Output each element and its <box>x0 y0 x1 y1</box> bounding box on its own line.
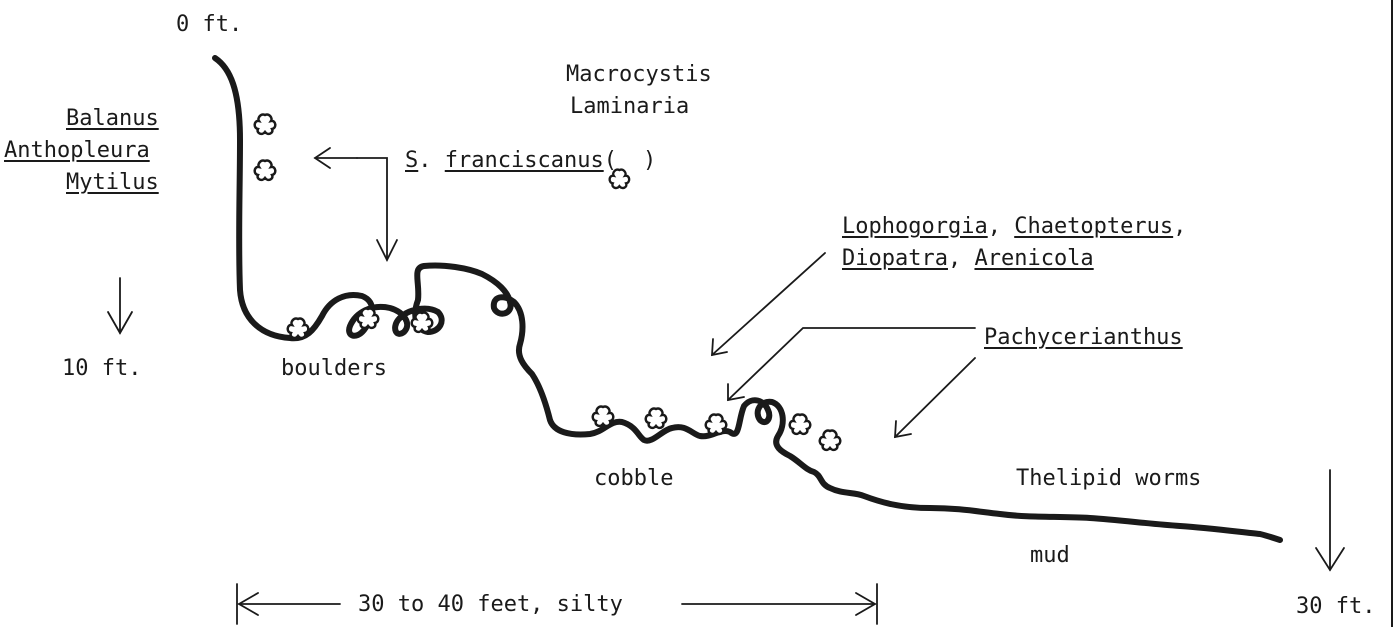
urchin-label: S. franciscanus() <box>405 150 656 172</box>
separator: , <box>1173 214 1186 239</box>
substrate-mud: mud <box>1030 545 1070 567</box>
substrate-boulders: boulders <box>281 358 387 380</box>
anemone-pointer-right <box>895 358 975 437</box>
intertidal-label-1: Balanus <box>66 108 159 130</box>
urchin-icon <box>790 415 811 434</box>
invertebrate-3: Diopatra <box>842 246 948 271</box>
substrate-cobble: cobble <box>594 468 673 490</box>
urchin-paren-open: ( <box>604 148 617 173</box>
intertidal-label-2: Anthopleura <box>4 140 150 162</box>
worms-label: Thelipid worms <box>1016 468 1201 490</box>
depth-label-bottom: 30 ft. <box>1296 596 1375 618</box>
invertebrate-2: Chaetopterus <box>1014 214 1173 239</box>
invertebrate-4: Arenicola <box>974 246 1093 271</box>
anemone-pointer-left <box>728 328 975 400</box>
urchin-genus: S <box>405 148 418 173</box>
scale-label: 30 to 40 feet, silty <box>358 594 623 616</box>
urchin-icon <box>358 309 379 328</box>
separator: , <box>988 214 1001 239</box>
urchin-icon <box>255 115 276 134</box>
urchin-icon <box>255 161 276 180</box>
urchin-paren-close: ) <box>643 148 656 173</box>
separator: , <box>948 246 961 271</box>
urchin-icon <box>820 431 841 450</box>
invertebrate-1: Lophogorgia <box>842 214 988 239</box>
canopy-label-1: Macrocystis <box>566 64 712 86</box>
urchin-species: franciscanus <box>445 148 604 173</box>
urchin-icon <box>412 313 433 332</box>
intertidal-label-3: Mytilus <box>66 172 159 194</box>
urchin-icon <box>706 415 727 434</box>
invertebrate-line-1: Lophogorgia, Chaetopterus, <box>842 216 1186 238</box>
depth-label-mid: 10 ft. <box>62 358 141 380</box>
canopy-label-2: Laminaria <box>570 96 689 118</box>
urchin-icon <box>288 319 309 338</box>
urchin-dot: . <box>418 148 431 173</box>
anemone-label: Pachycerianthus <box>984 327 1183 349</box>
urchin-icon <box>646 409 667 428</box>
depth-label-top: 0 ft. <box>176 14 242 36</box>
urchin-pointer-bracket <box>357 158 387 260</box>
invertebrate-pointer <box>712 253 825 355</box>
urchin-icon <box>593 407 614 426</box>
invertebrate-line-2: Diopatra, Arenicola <box>842 248 1094 270</box>
